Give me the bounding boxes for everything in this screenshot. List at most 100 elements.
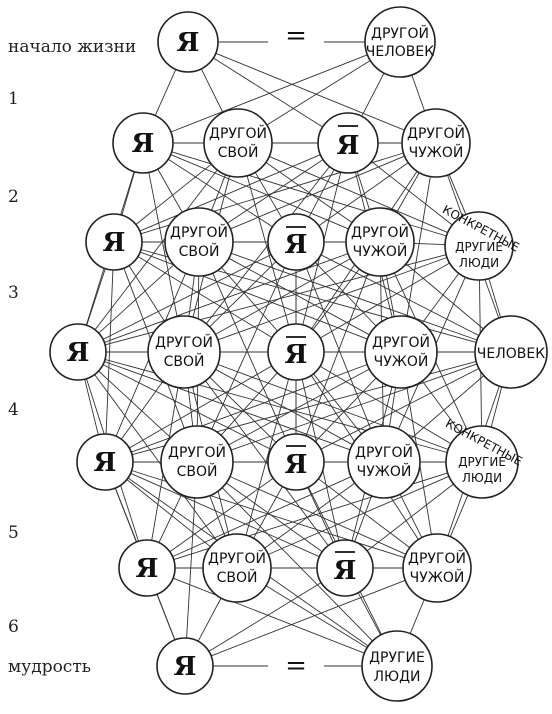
svg-text:ЧУЖОЙ: ЧУЖОЙ (353, 242, 408, 260)
node-ya-negated-row2: Я (267, 213, 325, 271)
connection-line (265, 585, 368, 649)
connection-line (396, 172, 420, 213)
svg-text:ДРУГОЙ: ДРУГОЙ (408, 549, 466, 567)
connection-line (266, 60, 371, 126)
connection-line (361, 72, 385, 117)
connection-line (167, 158, 273, 228)
svg-text:ДРУГОЙ: ДРУГОЙ (371, 24, 429, 42)
connection-line (264, 482, 356, 549)
svg-text:СВОЙ: СВОЙ (217, 568, 258, 586)
svg-text:ДРУГИЕ: ДРУГИЕ (458, 455, 506, 469)
equals-sign-top: = (285, 21, 307, 51)
node-other-own-row5: ДРУГОЙ СВОЙ (202, 533, 272, 603)
label-level-5: 5 (8, 523, 19, 543)
node-other-own-row3: ДРУГОЙ СВОЙ (147, 315, 221, 389)
svg-text:ДРУГОЙ: ДРУГОЙ (355, 443, 413, 461)
connection-line (449, 494, 469, 537)
connection-line (490, 386, 503, 428)
node-other-alien-row1: ДРУГОЙ ЧУЖОЙ (401, 108, 471, 178)
connection-line (220, 372, 278, 436)
connection-line (205, 380, 329, 546)
connection-line (169, 477, 274, 553)
connection-line (98, 264, 175, 334)
svg-text:ДРУГОЙ: ДРУГОЙ (372, 333, 430, 351)
connection-line (305, 273, 369, 436)
connection-line (399, 493, 423, 538)
connection-line (213, 57, 323, 128)
connection-line (488, 278, 502, 318)
connection-line (139, 154, 321, 232)
node-concrete-people-row2: КОНКРЕТНЫЕ ДРУГИЕ ЛЮДИ (440, 202, 522, 281)
connection-line (320, 254, 480, 337)
connection-line (215, 368, 353, 446)
connection-line (411, 74, 426, 112)
equals-sign-bottom: = (285, 651, 307, 681)
connection-line (354, 495, 373, 542)
connection-line (221, 267, 278, 332)
connection-line (228, 368, 370, 446)
svg-text:ЛЮДИ: ЛЮДИ (459, 256, 499, 270)
connection-line (366, 483, 454, 552)
connection-line (307, 487, 334, 543)
connection-line (84, 379, 99, 435)
svg-text:Я: Я (174, 652, 197, 682)
node-person-row3: ЧЕЛОВЕК (474, 315, 548, 389)
connection-line (104, 361, 351, 451)
connection-line (245, 378, 290, 536)
label-wisdom: мудрость (8, 657, 91, 677)
connection-line (170, 54, 368, 133)
connection-line (94, 374, 218, 541)
node-other-people: ДРУГИЕ ЛЮДИ (361, 630, 433, 702)
node-ya-row2: Я (85, 213, 143, 271)
node-other-alien-row2: ДРУГОЙ ЧУЖОЙ (345, 207, 415, 277)
svg-text:СВОЙ: СВОЙ (218, 143, 259, 161)
node-other-alien-row3: ДРУГОЙ ЧУЖОЙ (364, 315, 438, 389)
svg-text:ДРУГОЙ: ДРУГОЙ (209, 124, 267, 142)
connection-line (320, 367, 480, 450)
node-ya-row4: Я (76, 433, 134, 491)
svg-text:ДРУГОЙ: ДРУГОЙ (170, 223, 228, 241)
connection-line (312, 268, 360, 330)
connection-line (130, 472, 320, 558)
connection-line (211, 267, 285, 430)
connection-line (230, 155, 405, 230)
node-concrete-people-row4: КОНКРЕТНЫЕ ДРУГИЕ ЛЮДИ (443, 416, 525, 499)
connection-line (215, 52, 405, 131)
connection-line (319, 365, 452, 445)
svg-text:Я: Я (285, 230, 308, 260)
connection-line (157, 168, 183, 213)
svg-text:ЧУЖОЙ: ЧУЖОЙ (409, 143, 464, 161)
node-other-alien-row5: ДРУГОЙ ЧУЖОЙ (402, 533, 472, 603)
connection-line (86, 268, 106, 326)
connection-line (208, 582, 322, 652)
connection-line (154, 69, 177, 116)
connection-line (186, 497, 196, 639)
connection-line (246, 175, 289, 326)
connection-line (102, 364, 272, 450)
connection-line (210, 579, 406, 657)
connection-line (148, 172, 178, 317)
connection-line (187, 387, 194, 427)
svg-text:Я: Я (67, 338, 90, 368)
node-ya-negated-row3: Я (267, 323, 325, 381)
connection-line (319, 262, 450, 339)
connection-line (212, 272, 286, 437)
connection-line (357, 592, 381, 636)
connection-line (172, 476, 352, 558)
connection-line (305, 267, 372, 429)
svg-text:Я: Я (94, 448, 117, 478)
svg-text:Я: Я (337, 131, 360, 161)
node-other-own-row1: ДРУГОЙ СВОЙ (203, 108, 273, 178)
connection-line (126, 479, 211, 548)
connection-line (448, 174, 467, 215)
connection-line (128, 265, 166, 322)
connection-line (318, 162, 409, 227)
node-ya-row5: Я (118, 539, 176, 597)
connection-line (421, 273, 460, 324)
connection-line (253, 486, 283, 539)
svg-text:ЧУЖОЙ: ЧУЖОЙ (357, 462, 412, 480)
connection-line (105, 269, 114, 435)
node-other-own-row2: ДРУГОЙ СВОЙ (164, 207, 234, 277)
label-level-2: 2 (8, 187, 19, 207)
